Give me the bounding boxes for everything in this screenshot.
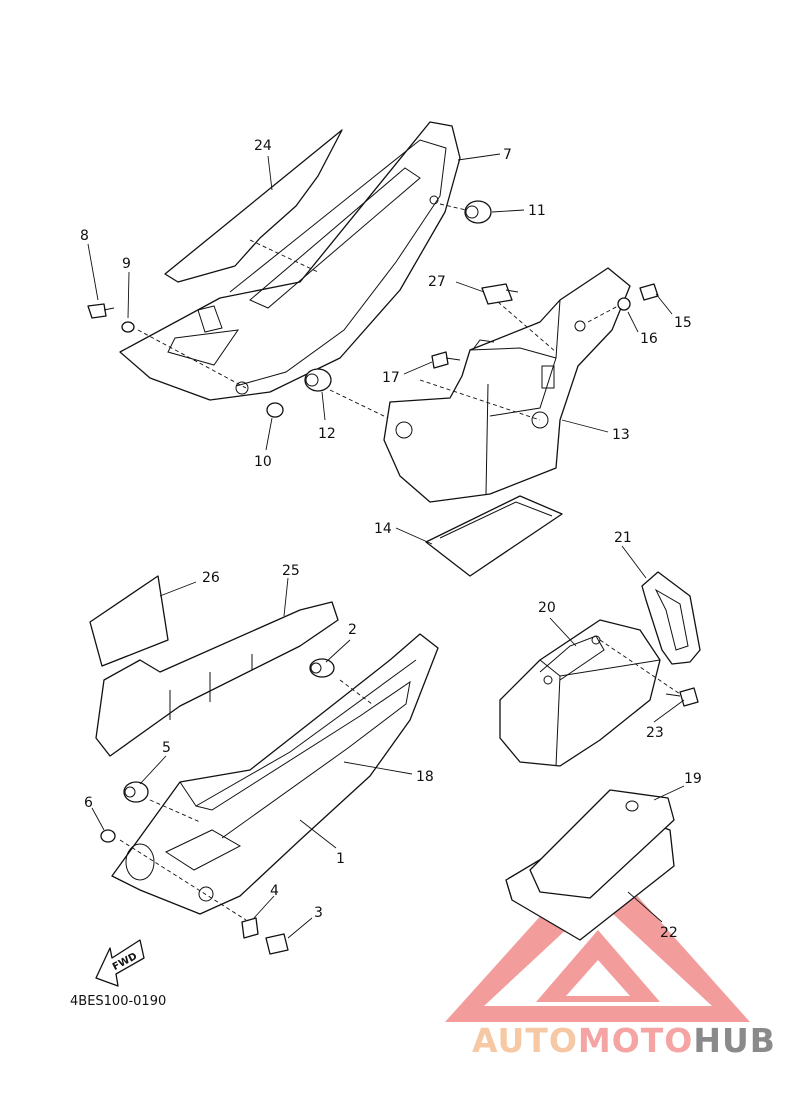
damper-14 [425,495,563,577]
callout-13: 13 [612,427,630,443]
grommet-11 [464,200,492,224]
callout-labels: 24 7 11 8 9 27 15 16 17 12 13 10 14 21 2… [80,138,702,941]
callout-24: 24 [254,138,272,154]
callout-12: 12 [318,426,336,442]
washer-4 [241,917,259,939]
tool-bag-20 [499,619,661,767]
callout-6: 6 [84,795,93,811]
watermark-auto: AUTO [472,1021,578,1060]
watermark-logo-icon [445,852,750,1022]
callout-4: 4 [270,883,279,899]
emblem-26 [89,575,169,667]
callout-17: 17 [382,370,400,386]
watermark-moto: MOTO [578,1021,693,1060]
collar-9 [121,321,135,333]
callout-2: 2 [348,622,357,638]
band-19 [529,789,675,899]
callout-16: 16 [640,331,658,347]
bracket-13 [383,267,631,503]
callout-15: 15 [674,315,692,331]
callout-10: 10 [254,454,272,470]
grommet-12 [304,368,332,392]
callout-20: 20 [538,600,556,616]
callout-25: 25 [282,563,300,579]
bracket-25 [95,601,339,757]
callout-7: 7 [503,147,512,163]
callout-5: 5 [162,740,171,756]
grommet-10 [266,402,284,418]
grommet-5 [123,781,149,803]
bolt-3 [265,933,289,955]
callout-11: 11 [528,203,546,219]
callout-23: 23 [646,725,664,741]
side-cover-upper [119,121,461,401]
callout-22: 22 [660,925,678,941]
callout-26: 26 [202,570,220,586]
callout-18: 18 [416,769,434,785]
band-21 [641,571,701,665]
leader-lines [87,153,685,939]
callout-3: 3 [314,905,323,921]
fwd-arrow-icon [95,939,145,987]
callout-1: 1 [336,851,345,867]
connector-27 [481,283,519,305]
callout-19: 19 [684,771,702,787]
callout-21: 21 [614,530,632,546]
screw-8 [87,303,115,319]
decal-24 [164,129,343,283]
callout-14: 14 [374,521,392,537]
callout-8: 8 [80,228,89,244]
grommet-2 [309,658,335,678]
bolt-17 [431,351,461,369]
watermark-text: AUTOMOTOHUB [472,1021,776,1060]
collar-6 [100,829,116,843]
diagram-code: 4BES100-0190 [70,994,166,1009]
bolt-15 [639,283,659,301]
bolt-23 [665,687,699,707]
side-cover-lower [111,633,439,915]
callout-9: 9 [122,256,131,272]
callout-27: 27 [428,274,446,290]
collar-16 [617,297,631,311]
watermark-hub: HUB [693,1021,776,1060]
